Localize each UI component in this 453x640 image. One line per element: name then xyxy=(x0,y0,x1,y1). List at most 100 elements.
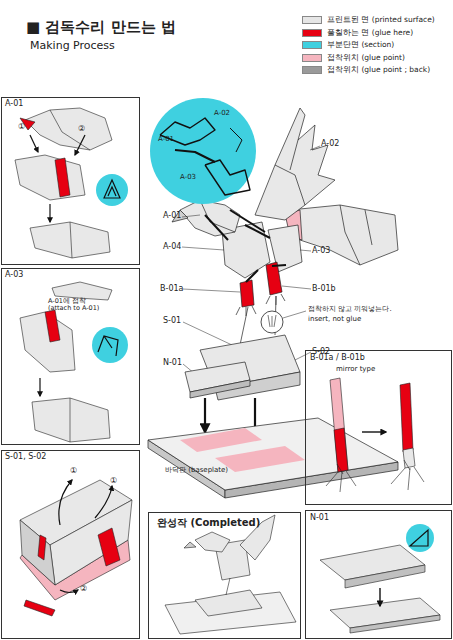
direction-arrow xyxy=(39,378,40,396)
direction-arrow xyxy=(30,135,38,152)
part-b01 xyxy=(403,448,415,468)
section-shape xyxy=(410,530,428,546)
part-b01 xyxy=(334,428,348,472)
direction-arrow xyxy=(39,378,40,396)
part-label: A-02 xyxy=(321,139,339,148)
part-a01 xyxy=(25,108,112,150)
part-s01 xyxy=(24,600,55,616)
direction-arrow xyxy=(75,135,85,155)
part-s01 xyxy=(98,528,120,566)
subtitle: Making Process xyxy=(30,40,115,53)
legend-swatch xyxy=(302,16,322,24)
inset-drawing xyxy=(230,128,242,152)
panel-heading: N-01 xyxy=(310,514,329,523)
eagle-main xyxy=(180,200,240,236)
legend-swatch xyxy=(302,29,322,37)
part-label: ① xyxy=(110,476,117,485)
part-b01 xyxy=(326,464,356,492)
eagle-main xyxy=(255,108,335,220)
step-panel: N-01 xyxy=(305,510,452,639)
part-a01 xyxy=(70,222,72,258)
eagle-main xyxy=(266,262,282,295)
panel-heading: S-01, S-02 xyxy=(5,453,46,462)
inset-drawing xyxy=(205,160,250,195)
legend-row: 부분단면 (section) xyxy=(302,40,394,50)
leader-line xyxy=(182,247,224,250)
step-panel: A-03 xyxy=(1,268,140,445)
direction-arrow xyxy=(379,588,380,606)
part-label: insert, not glue xyxy=(308,315,361,323)
claw-detail xyxy=(268,315,276,327)
eagle-main xyxy=(240,280,254,307)
eagle-main xyxy=(268,225,302,272)
join-line xyxy=(205,210,286,282)
direction-arrow xyxy=(59,480,112,593)
part-s01 xyxy=(20,480,132,616)
direction-arrow xyxy=(30,135,85,222)
legend-row: 프린트된 면 (printed surface) xyxy=(302,15,435,25)
direction-arrow xyxy=(362,431,386,432)
eagle-main xyxy=(365,210,372,245)
part-label: 접착하지 않고 끼워넣는다. xyxy=(308,305,392,313)
baseplate xyxy=(180,428,262,452)
part-a03 xyxy=(20,282,112,442)
eagle-main xyxy=(275,165,305,205)
callout-circle xyxy=(150,98,256,204)
panel-note: A-01 xyxy=(158,136,174,144)
part-label: ① xyxy=(70,466,77,475)
part-label: ② xyxy=(80,584,87,593)
part-s01 xyxy=(20,520,55,585)
part-label: B-01b xyxy=(312,284,336,293)
direction-arrow xyxy=(59,480,72,525)
part-b01 xyxy=(391,460,424,490)
stand xyxy=(190,380,250,398)
legend-text: 접착위치 (glue point ; back) xyxy=(327,65,430,75)
completed-eagle xyxy=(165,515,296,634)
part-s01 xyxy=(50,500,132,585)
direction-arrow xyxy=(362,431,386,432)
part-a01 xyxy=(55,158,70,197)
section-callout: A-02A-01A-03 xyxy=(150,98,256,204)
part-n01 xyxy=(350,615,440,633)
detail-circle xyxy=(261,311,283,333)
part-a01 xyxy=(30,222,110,258)
section-shape xyxy=(104,180,120,198)
baseplate xyxy=(215,446,305,472)
step-panel: 완성작 (Completed) xyxy=(148,512,301,639)
section-circle xyxy=(96,174,128,206)
part-a01 xyxy=(15,108,112,258)
part-s01 xyxy=(38,535,46,560)
eagle-main xyxy=(290,140,298,170)
part-a03 xyxy=(45,310,60,342)
part-n01 xyxy=(320,545,440,633)
legend-row: 풀칠하는 면 (glue here) xyxy=(302,28,413,38)
part-label: ① xyxy=(18,122,25,131)
join-line xyxy=(205,215,228,240)
legend-swatch xyxy=(302,54,322,62)
part-b01 xyxy=(400,383,413,452)
part-label: ② xyxy=(78,124,85,133)
baseplate xyxy=(148,418,398,498)
section-shape xyxy=(98,336,118,356)
callout-circle xyxy=(150,98,256,204)
part-label: S-01 xyxy=(163,316,181,325)
part-label: S-02 xyxy=(312,347,330,356)
direction-arrow xyxy=(49,204,50,222)
inset-drawing xyxy=(160,118,215,145)
join-line xyxy=(245,225,270,238)
legend-text: 프린트된 면 (printed surface) xyxy=(327,15,435,25)
legend-row: 접착위치 (glue point ; back) xyxy=(302,65,430,75)
join-line xyxy=(230,210,265,232)
inset-drawing xyxy=(160,118,250,195)
leader-line xyxy=(283,311,306,318)
legend-text: 부분단면 (section) xyxy=(327,40,394,50)
direction-arrow xyxy=(60,590,78,593)
baseplate xyxy=(148,418,398,490)
panel-note: mirror type xyxy=(336,366,375,374)
step-panel: S-01, S-02 xyxy=(1,450,140,639)
leader-line xyxy=(282,286,311,289)
legend-text: 풀칠하는 면 (glue here) xyxy=(327,28,413,38)
